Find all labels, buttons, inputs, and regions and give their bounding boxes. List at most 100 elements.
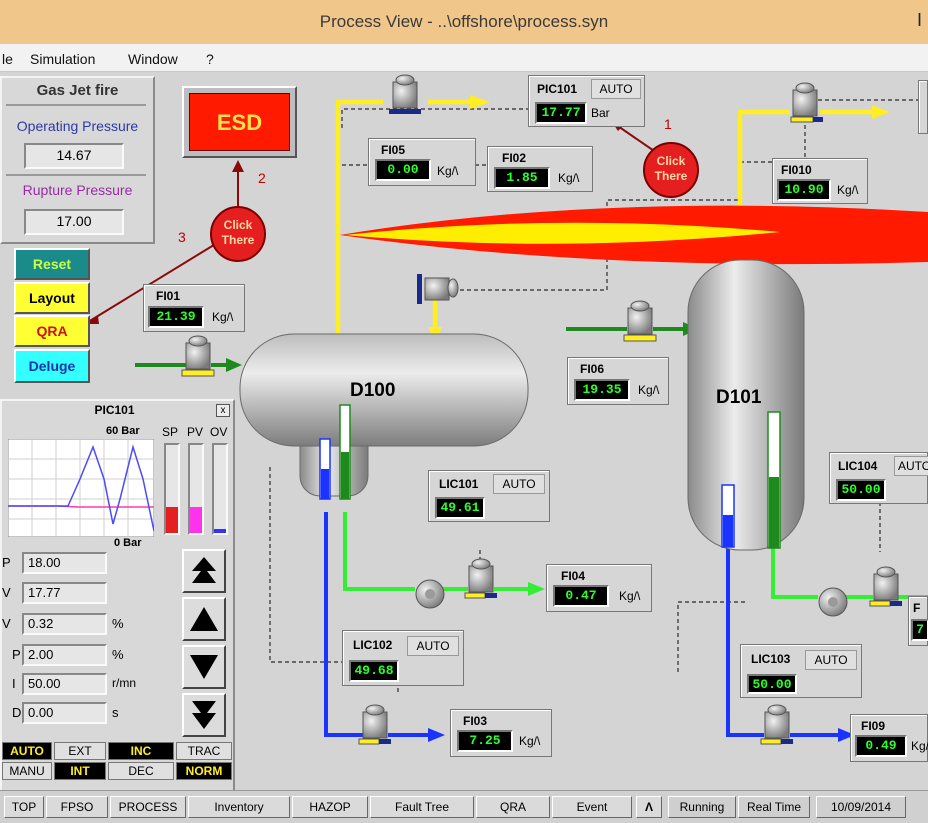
- pic101-mode[interactable]: AUTO: [591, 79, 641, 99]
- tab-inventory[interactable]: Inventory: [188, 796, 290, 818]
- reset-button[interactable]: Reset: [14, 248, 90, 280]
- f-partial-tag: F: [913, 601, 921, 615]
- lic104-controller[interactable]: LIC104 AUTO 50.00: [829, 452, 928, 504]
- mode-trac[interactable]: TRAC: [176, 742, 232, 760]
- lic101-mode[interactable]: AUTO: [493, 474, 545, 494]
- pumps: [415, 579, 848, 617]
- fi06-indicator[interactable]: FI06 19.35 Kg/\: [567, 357, 669, 405]
- jet-fire-flame: [340, 205, 928, 265]
- param-ov-label: V: [2, 616, 11, 631]
- d-field[interactable]: 0.00: [22, 702, 107, 724]
- up-arrow-icon: [190, 607, 218, 631]
- param-i-label: I: [12, 676, 16, 691]
- menu-bar: le Simulation Window ?: [0, 44, 928, 72]
- tab-bar: TOP FPSO PROCESS Inventory HAZOP Fault T…: [0, 790, 928, 823]
- lic101-value: 49.61: [435, 497, 485, 519]
- scenario-panel: Gas Jet fire Operating Pressure 14.67 Ru…: [0, 76, 155, 244]
- fi06-value: 19.35: [574, 379, 630, 401]
- f-indicator-partial[interactable]: F 7: [908, 596, 928, 646]
- tab-event[interactable]: Event: [552, 796, 632, 818]
- fast-up-button[interactable]: [182, 549, 226, 593]
- param-d-label: D: [12, 705, 22, 720]
- mode-manu[interactable]: MANU: [2, 762, 52, 780]
- close-icon[interactable]: x: [216, 404, 230, 417]
- fi04-indicator[interactable]: FI04 0.47 Kg/\: [546, 564, 652, 612]
- d-unit: s: [112, 705, 119, 720]
- status-date: 10/09/2014: [816, 796, 906, 818]
- layout-button[interactable]: Layout: [14, 282, 90, 314]
- fi02-tag: FI02: [502, 151, 527, 165]
- menu-window[interactable]: Window: [128, 51, 178, 67]
- up-button[interactable]: [182, 597, 226, 641]
- fi04-tag: FI04: [561, 569, 586, 583]
- fi01-value: 21.39: [148, 306, 204, 328]
- lic102-controller[interactable]: LIC102 AUTO 49.68: [342, 630, 464, 686]
- fi04-value: 0.47: [553, 585, 609, 607]
- i-field[interactable]: 50.00: [22, 673, 107, 695]
- mode-int[interactable]: INT: [54, 762, 106, 780]
- rupture-pressure-label: Rupture Pressure: [22, 182, 133, 198]
- p-field[interactable]: 2.00: [22, 644, 107, 666]
- fi02-unit: Kg/\: [558, 171, 580, 185]
- minimize-icon[interactable]: I: [916, 10, 922, 30]
- lic104-mode[interactable]: AUTO: [894, 456, 928, 476]
- fi09-indicator[interactable]: FI09 0.49 Kg/\: [850, 714, 928, 762]
- scroll-up-icon[interactable]: Λ: [636, 796, 662, 818]
- lic103-value: 50.00: [747, 674, 797, 694]
- divider: [6, 174, 146, 176]
- callout-number-2: 2: [258, 170, 266, 186]
- i-unit: r/mn: [112, 676, 136, 690]
- tab-fault-tree[interactable]: Fault Tree: [370, 796, 474, 818]
- fi06-unit: Kg/\: [638, 383, 660, 397]
- fi09-tag: FI09: [861, 719, 886, 733]
- menu-simulation[interactable]: Simulation: [30, 51, 96, 67]
- esd-button[interactable]: ESD: [189, 93, 290, 151]
- pic101-controller[interactable]: PIC101 AUTO 17.77 Bar: [528, 75, 645, 127]
- mode-auto[interactable]: AUTO: [2, 742, 52, 760]
- tab-fpso[interactable]: FPSO: [46, 796, 108, 818]
- mode-dec[interactable]: DEC: [108, 762, 174, 780]
- mode-ext[interactable]: EXT: [54, 742, 106, 760]
- tab-top[interactable]: TOP: [4, 796, 44, 818]
- fi01-indicator[interactable]: FI01 21.39 Kg/\: [143, 284, 245, 332]
- partial-box: [918, 80, 928, 134]
- pic101-value: 17.77: [535, 102, 587, 124]
- scenario-title: Gas Jet fire: [36, 82, 119, 99]
- ov-unit: %: [112, 616, 124, 631]
- tab-process[interactable]: PROCESS: [110, 796, 186, 818]
- qra-button[interactable]: QRA: [14, 315, 90, 347]
- fi02-indicator[interactable]: FI02 1.85 Kg/\: [487, 146, 593, 192]
- lic102-mode[interactable]: AUTO: [407, 636, 459, 656]
- mode-inc[interactable]: INC: [108, 742, 174, 760]
- sp-field[interactable]: 18.00: [22, 552, 107, 574]
- lic103-controller[interactable]: LIC103 AUTO 50.00: [740, 644, 862, 698]
- fi09-unit: Kg/\: [911, 739, 928, 753]
- fi010-value: 10.90: [777, 179, 831, 201]
- menu-file[interactable]: le: [2, 51, 13, 67]
- callout-click-there-2: Click There: [210, 206, 266, 262]
- p-unit: %: [112, 647, 124, 662]
- lic104-value: 50.00: [836, 479, 886, 501]
- tab-qra[interactable]: QRA: [476, 796, 550, 818]
- mode-norm[interactable]: NORM: [176, 762, 232, 780]
- fi01-tag: FI01: [156, 289, 181, 303]
- callout-number-3: 3: [178, 229, 186, 245]
- fi03-indicator[interactable]: FI03 7.25 Kg/\: [450, 709, 552, 757]
- menu-help[interactable]: ?: [206, 51, 214, 67]
- fast-down-button[interactable]: [182, 693, 226, 737]
- lic103-mode[interactable]: AUTO: [805, 650, 857, 670]
- down-button[interactable]: [182, 645, 226, 689]
- deluge-button[interactable]: Deluge: [14, 349, 90, 383]
- bar-label-ov: OV: [210, 425, 228, 439]
- param-pv-label: V: [2, 585, 11, 600]
- fi05-indicator[interactable]: FI05 0.00 Kg/\: [368, 138, 476, 186]
- pv-bar: [188, 443, 204, 535]
- fi01-unit: Kg/\: [212, 310, 234, 324]
- tab-hazop[interactable]: HAZOP: [292, 796, 368, 818]
- fi010-indicator[interactable]: FI010 10.90 Kg/\: [772, 158, 868, 204]
- fi03-tag: FI03: [463, 714, 488, 728]
- ov-field[interactable]: 0.32: [22, 613, 107, 635]
- piping-diagram: [86, 74, 928, 745]
- lic101-controller[interactable]: LIC101 AUTO 49.61: [428, 470, 550, 522]
- fi04-unit: Kg/\: [619, 589, 641, 603]
